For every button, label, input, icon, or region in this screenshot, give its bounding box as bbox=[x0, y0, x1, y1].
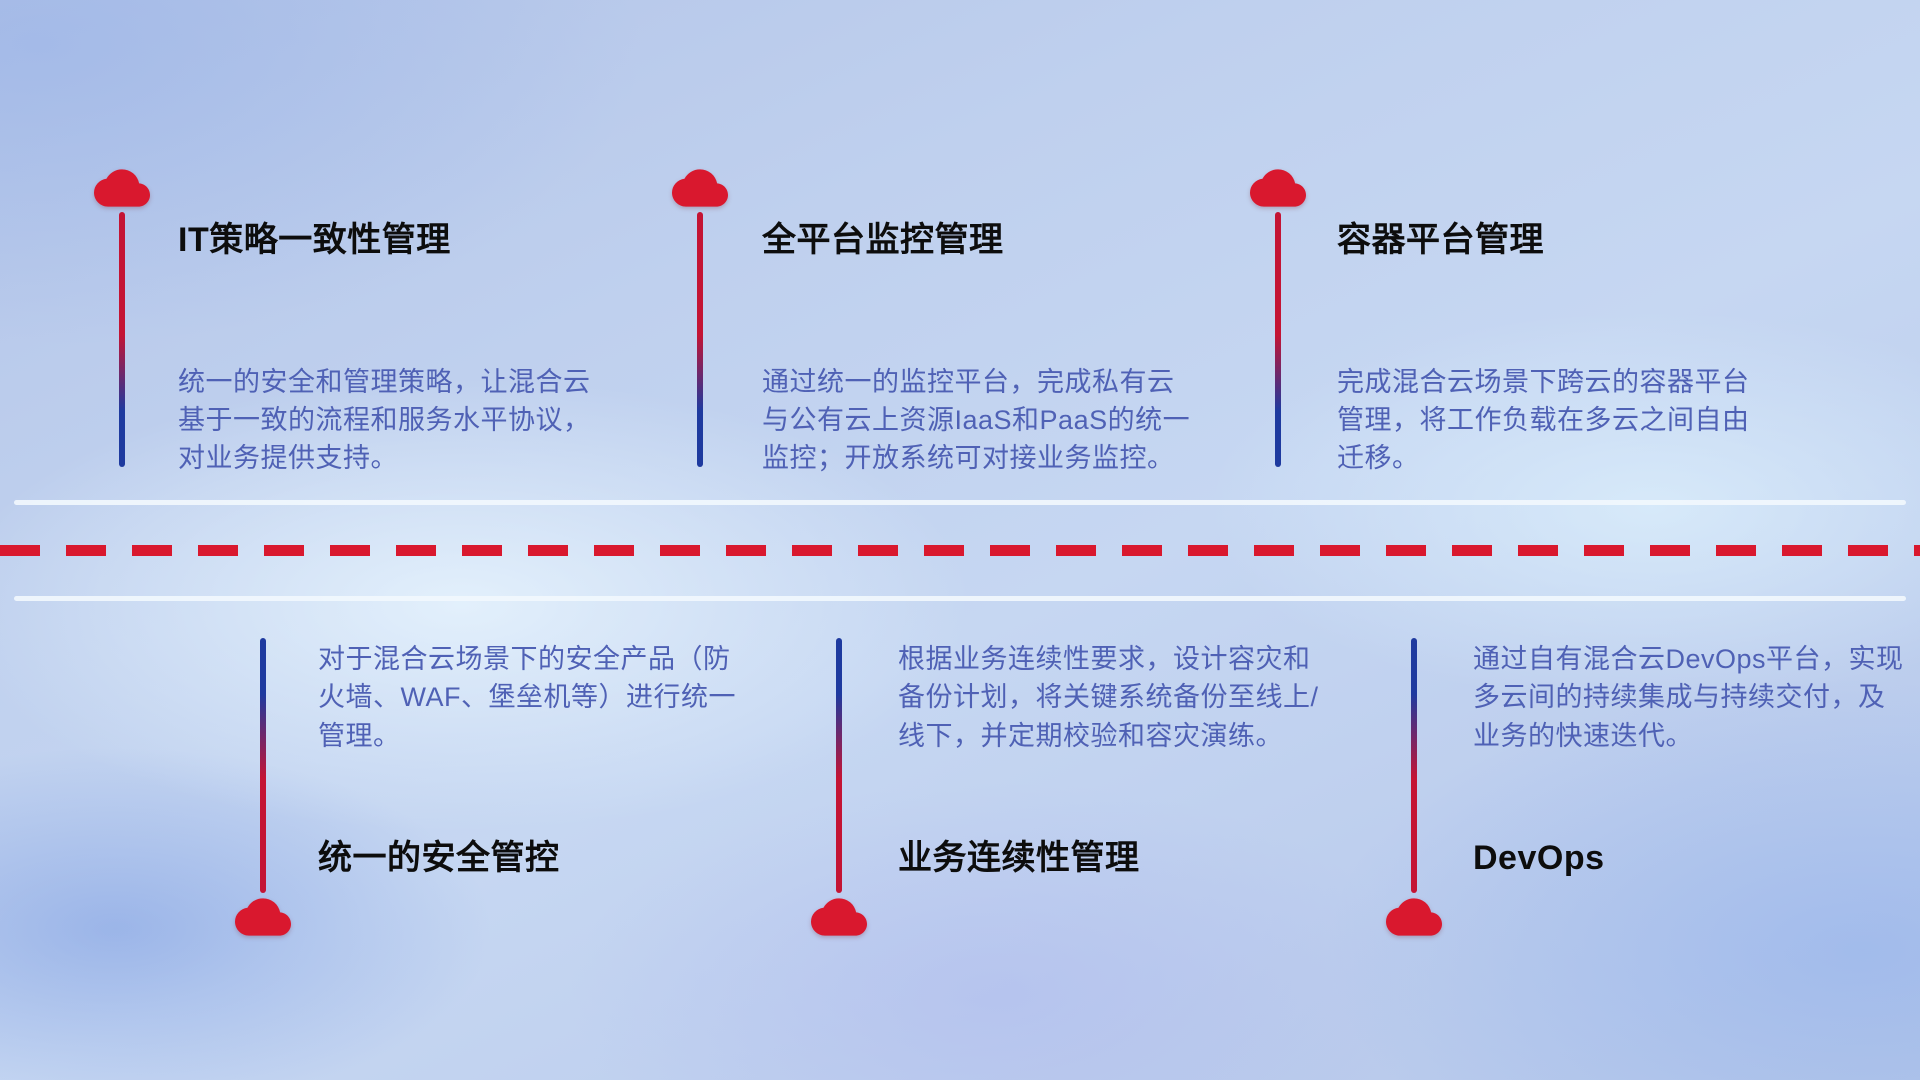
pin-bottom-devops bbox=[1386, 638, 1442, 937]
item-description: 根据业务连续性要求，设计容灾和备份计划，将关键系统备份至线上/线下，并定期校验和… bbox=[898, 644, 1319, 751]
pin-top-it-policy bbox=[94, 168, 150, 467]
item-title: 容器平台管理 bbox=[1337, 221, 1544, 259]
cloud-icon bbox=[235, 898, 291, 936]
cloud-icon bbox=[94, 169, 150, 207]
pin-stem bbox=[836, 638, 842, 893]
cloud-icon bbox=[672, 169, 728, 207]
item-description: 对于混合云场景下的安全产品（防火墙、WAF、堡垒机等）进行统一管理。 bbox=[318, 644, 736, 751]
pin-top-monitoring bbox=[672, 168, 728, 467]
item-description: 完成混合云场景下跨云的容器平台管理，将工作负载在多云之间自由迁移。 bbox=[1337, 366, 1750, 474]
item-title: 全平台监控管理 bbox=[762, 221, 1004, 259]
pin-stem bbox=[697, 212, 703, 467]
separator-line-top bbox=[14, 500, 1906, 505]
cloud-icon bbox=[1386, 898, 1442, 936]
separator-line-dashed bbox=[0, 545, 1920, 556]
item-description: 通过统一的监控平台，完成私有云与公有云上资源IaaS和PaaS的统一监控；开放系… bbox=[762, 366, 1191, 474]
item-title: 统一的安全管控 bbox=[318, 839, 560, 877]
item-description: 统一的安全和管理策略，让混合云基于一致的流程和服务水平协议，对业务提供支持。 bbox=[178, 366, 591, 474]
top-item-it-policy: IT策略一致性管理 统一的安全和管理策略，让混合云基于一致的流程和服务水平协议，… bbox=[178, 220, 613, 478]
item-title: IT策略一致性管理 bbox=[178, 221, 451, 259]
item-title: 业务连续性管理 bbox=[898, 839, 1140, 877]
pin-bottom-security bbox=[235, 638, 291, 937]
bottom-item-security: 对于混合云场景下的安全产品（防火墙、WAF、堡垒机等）进行统一管理。 统一的安全… bbox=[318, 640, 753, 910]
bottom-item-devops: 通过自有混合云DevOps平台，实现多云间的持续集成与持续交付，及业务的快速迭代… bbox=[1473, 640, 1908, 910]
pin-stem bbox=[260, 638, 266, 893]
cloud-icon bbox=[811, 898, 867, 936]
pin-stem bbox=[119, 212, 125, 467]
pin-stem bbox=[1411, 638, 1417, 893]
separator-line-bottom bbox=[14, 596, 1906, 601]
item-description: 通过自有混合云DevOps平台，实现多云间的持续集成与持续交付，及业务的快速迭代… bbox=[1473, 644, 1904, 751]
pin-top-container bbox=[1250, 168, 1306, 467]
top-item-monitoring: 全平台监控管理 通过统一的监控平台，完成私有云与公有云上资源IaaS和PaaS的… bbox=[762, 220, 1197, 478]
pin-bottom-continuity bbox=[811, 638, 867, 937]
bottom-item-continuity: 根据业务连续性要求，设计容灾和备份计划，将关键系统备份至线上/线下，并定期校验和… bbox=[898, 640, 1333, 910]
top-item-container: 容器平台管理 完成混合云场景下跨云的容器平台管理，将工作负载在多云之间自由迁移。 bbox=[1337, 220, 1772, 478]
pin-stem bbox=[1275, 212, 1281, 467]
item-title: DevOps bbox=[1473, 839, 1605, 877]
cloud-icon bbox=[1250, 169, 1306, 207]
